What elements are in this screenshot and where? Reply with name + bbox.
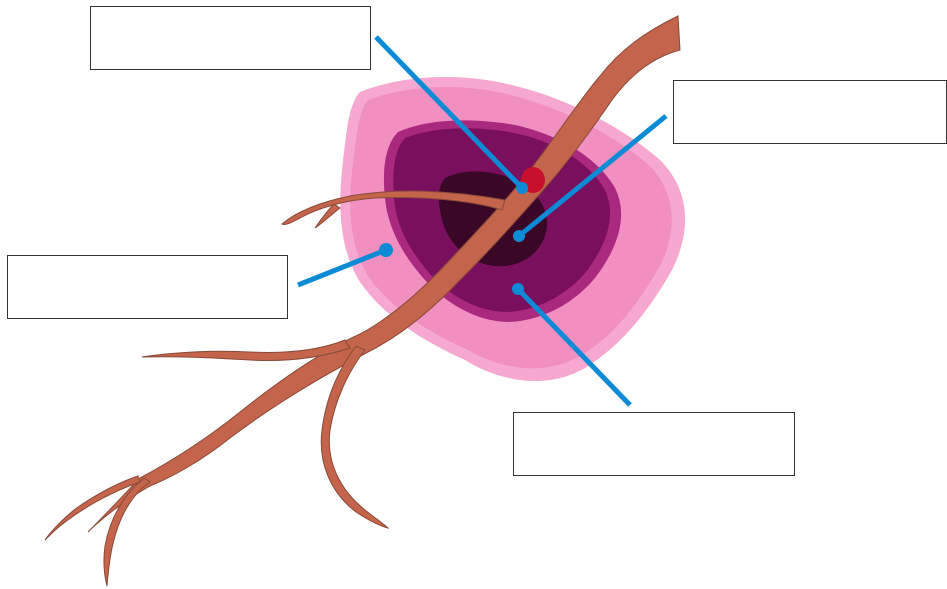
blood-vessel bbox=[44, 15, 681, 587]
leader-line-bottom-right bbox=[516, 287, 632, 407]
label-box-top-left[interactable] bbox=[90, 6, 371, 70]
label-box-bottom-right[interactable] bbox=[513, 412, 795, 476]
leader-line-mid-left bbox=[297, 247, 387, 288]
leader-dot-mid-left bbox=[379, 243, 393, 257]
vessel-branch-lower bbox=[320, 345, 390, 529]
label-box-mid-left[interactable] bbox=[7, 255, 288, 319]
leader-line-top-left bbox=[374, 35, 524, 190]
leader-dots bbox=[379, 182, 528, 295]
leader-lines bbox=[297, 35, 668, 407]
vessel-branch-mid-left bbox=[141, 339, 351, 361]
label-box-top-right[interactable] bbox=[673, 80, 947, 144]
leader-dot-bottom-right bbox=[512, 283, 524, 295]
vessel-branch-bottom-left-fork bbox=[103, 477, 151, 587]
vessel-branch-upper-left bbox=[281, 190, 506, 225]
leader-line-top-right bbox=[517, 114, 668, 238]
vessel-branch-bottom-left-tip bbox=[44, 475, 141, 541]
vessel-twig-upper-left bbox=[314, 203, 341, 229]
leader-dot-top-right bbox=[513, 230, 525, 242]
leader-dot-top-left bbox=[516, 182, 528, 194]
